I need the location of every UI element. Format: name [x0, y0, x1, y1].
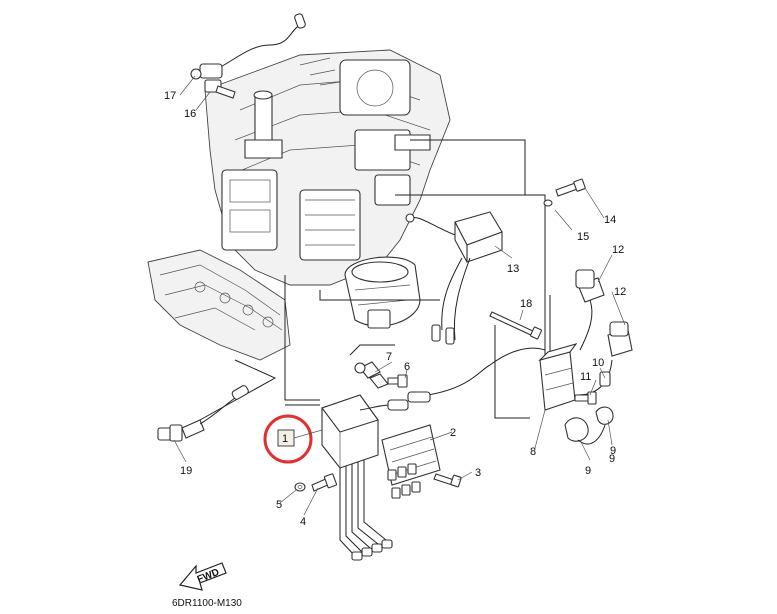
terminal-7	[354, 361, 389, 389]
callout-4: 4	[300, 516, 306, 528]
callout-15: 15	[577, 231, 589, 243]
callout-7: 7	[386, 351, 392, 363]
part-10	[599, 371, 611, 387]
screw-11	[574, 391, 597, 405]
fwd-arrow-icon: FWD	[178, 562, 227, 591]
callout-1-box	[277, 429, 323, 447]
screw-6	[387, 374, 408, 388]
callout-8: 8	[530, 446, 536, 458]
callout-16: 16	[184, 108, 196, 120]
callout-13: 13	[507, 263, 519, 275]
temperature-sensor-assembly	[190, 13, 306, 99]
cdi-unit-1	[321, 394, 409, 561]
callout-5: 5	[276, 499, 282, 511]
callout-19: 19	[180, 465, 192, 477]
callout-leaders	[173, 75, 626, 516]
callout-labels: 1 2 3 4 5 6 7 8 9 9 9 10 11 12 12 13 14 …	[164, 90, 626, 528]
drawing-code: 6DR1100-M130	[172, 598, 242, 609]
bolt-14	[543, 178, 586, 207]
fwd-label: FWD	[196, 567, 221, 586]
ignition-coil-8	[407, 343, 578, 411]
callout-9a: 9	[585, 465, 591, 477]
stator-bracket	[344, 256, 421, 329]
callout-11: 11	[580, 371, 591, 383]
callout-12b: 12	[614, 286, 626, 298]
callout-9c: 9	[609, 453, 615, 465]
screw-3	[433, 473, 462, 488]
callout-17: 17	[164, 90, 176, 102]
callout-3: 3	[475, 467, 481, 479]
callout-10: 10	[592, 357, 604, 369]
callout-2: 2	[450, 427, 456, 439]
callout-6: 6	[404, 361, 410, 373]
boot-9	[564, 406, 614, 445]
washer-5	[294, 482, 306, 492]
callout-12a: 12	[612, 244, 624, 256]
callout-14: 14	[604, 214, 616, 226]
bolt-4	[311, 473, 338, 492]
sensor-19	[157, 385, 249, 442]
highlight-circle	[263, 414, 313, 464]
rectifier-13	[405, 211, 503, 345]
spark-plug-cap-12a	[575, 269, 605, 351]
bolt-18	[489, 311, 542, 340]
callout-18: 18	[520, 298, 532, 310]
lower-case	[147, 249, 291, 361]
callout-1: 1	[282, 433, 288, 445]
connector-block-2	[381, 424, 441, 499]
engine-block	[204, 49, 451, 286]
callout-9b: 9	[610, 445, 616, 457]
